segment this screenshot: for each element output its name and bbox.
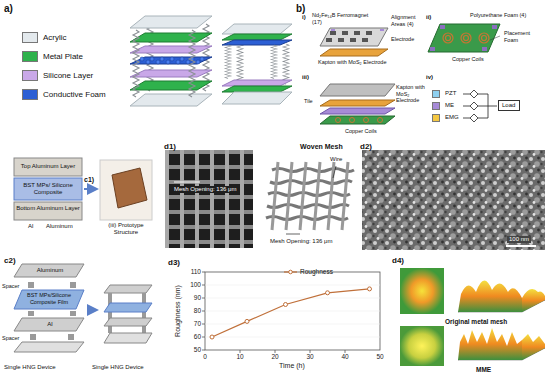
part-label: Polyurethane Foam (4) [470,12,526,19]
legend-swatch [22,51,38,62]
panel-letter: b) [296,3,305,15]
part-label: Wire [330,156,342,163]
part-label: Tile [304,98,313,105]
axis-title: Time (h) [279,362,305,370]
legend-text: ME [445,102,454,109]
hng-device [14,264,152,352]
legend-text: Silicone Layer [43,71,93,81]
legend-text: Roughness [300,268,333,276]
legend-swatch [22,32,38,43]
material-label: Al [28,223,33,230]
harvester-parts [320,24,500,124]
load-box: Load [498,100,520,111]
mesh-images [165,150,545,250]
sub-panel-label: iv) [426,74,433,81]
part-label: Alignment Areas (4) [391,14,425,27]
sub-panel-label: i) [302,14,306,21]
image-title: Original metal mesh [445,318,507,326]
caption-label: (iii) Prototype Structure [100,222,152,236]
legend-swatch [22,89,38,100]
legend-text: Metal Plate [43,52,83,62]
dimension-label: Mesh Opening: 136 μm [270,238,333,245]
legend-text: PZT [445,90,456,97]
part-label: Placement Foam [504,30,542,43]
image-title: Woven Mesh [300,143,343,151]
layer-label: Bottom Aluminum Layer [14,205,82,212]
part-label: Copper Coils [452,56,484,63]
layer-label: Al [24,321,76,328]
panel-letter: d3) [168,258,180,268]
panel-letter: d1) [164,142,176,152]
tick-label: 80 [181,307,201,315]
tick-label: 50 [181,346,201,354]
axis-title: Roughness (nm) [174,285,182,337]
layer-label: BST MPs/ Silicone Composite [14,182,82,196]
layer-stack [14,158,152,220]
tick-label: 90 [181,294,201,302]
tick-label: 70 [181,320,201,328]
part-label: Electrode [391,36,414,43]
panel-letter: d4) [392,256,404,266]
legend-text: Acrylic [43,33,67,43]
tick-label: 100 [181,281,201,289]
caption-label: Single HNG Device [92,364,144,371]
surface-maps [400,268,545,366]
legend-swatch [22,70,38,81]
tick-label: 60 [181,333,201,341]
panel-letter: c2) [4,256,16,266]
scale-bar-label: 100 nm [507,236,531,243]
caption-label: Single HNG Device [4,364,56,371]
tick-label: 20 [265,353,285,361]
roughness-chart [202,270,380,353]
part-label: Nd₂Fe₁₄B Ferromagnet (17) [312,12,372,25]
part-label: Spacer [2,283,19,290]
panel-letter: d2) [360,142,372,152]
material-label: Aluminum [46,223,73,230]
part-label: Copper Coils [345,128,377,135]
image-title: MME [476,366,491,374]
sub-panel-label: iii) [302,74,309,81]
dimension-label: Mesh Opening: 136 μm [172,186,239,193]
tick-label: 30 [300,353,320,361]
node-text: Load [502,102,516,109]
panel-letter: c1) [84,176,94,184]
legend-swatch [432,114,440,122]
tick-label: 50 [370,353,390,361]
tick-label: 110 [181,268,201,276]
layer-label: BST MPs/Silicone Composite Film [22,292,76,305]
tick-label: 40 [335,353,355,361]
legend-text: EMG [445,114,459,121]
legend-swatch [432,90,440,98]
assembled-device [222,24,292,104]
exploded-device [130,16,212,106]
tick-label: 10 [230,353,250,361]
panel-letter: a) [4,3,13,15]
sub-panel-label: ii) [426,14,431,21]
tick-label: 0 [195,353,215,361]
part-label: Spacer [2,335,19,342]
part-label: Kapton with MoS₂ Electrode [396,84,426,104]
legend-swatch [432,102,440,110]
part-label: Kapton with MoS₂ Electrode [318,59,386,66]
legend-text: Conductive Foam [43,90,106,100]
layer-label: Aluminum [24,267,76,274]
layer-label: Top Aluminum Layer [14,163,82,170]
